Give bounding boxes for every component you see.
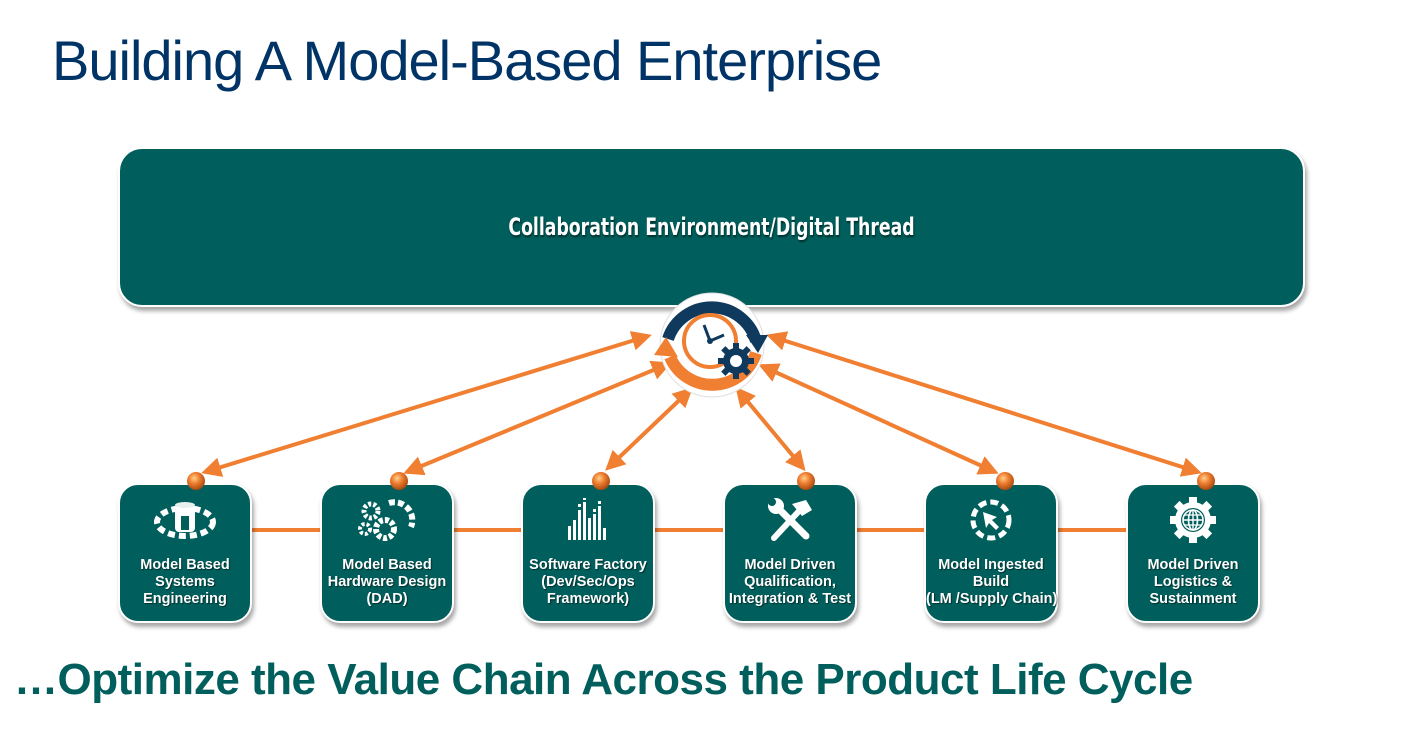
collaboration-environment-label: Collaboration Environment/Digital Thread — [508, 213, 915, 241]
node-model-driven-qualification: Model Driven Qualification, Integration … — [723, 483, 857, 623]
node-label-line: Systems — [155, 574, 215, 590]
page-title: Building A Model-Based Enterprise — [52, 29, 882, 92]
wrench-hammer-icon — [725, 497, 855, 543]
globe-gear-icon — [1128, 497, 1258, 543]
arrow-mbse — [201, 331, 652, 477]
node-label-line: Hardware Design — [327, 574, 447, 590]
arrow-mdqit — [735, 386, 806, 472]
bar-chart-icon — [523, 497, 653, 543]
arrow-mib — [758, 363, 999, 475]
node-label-line: Build — [972, 574, 1010, 590]
node-label-line: Model Driven — [1147, 557, 1239, 573]
node-label-line: Model Driven — [744, 557, 836, 573]
node-label-line: Integration & Test — [728, 591, 852, 607]
node-label-line: Model Based — [342, 557, 432, 573]
node-label-line: Qualification, — [744, 574, 836, 590]
node-software-factory: Software Factory (Dev/Sec/Ops Framework) — [521, 483, 655, 623]
arrow-mdls — [766, 331, 1202, 477]
node-label-line: Engineering — [143, 591, 227, 607]
node-label-line: Framework) — [546, 591, 630, 607]
node-model-ingested-build: Model Ingested Build (LM /Supply Chain) — [924, 483, 1058, 623]
node-model-driven-logistics: Model Driven Logistics & Sustainment — [1126, 483, 1260, 623]
node-label-line: (DAD) — [366, 591, 408, 607]
collaboration-environment-box: Collaboration Environment/Digital Thread — [118, 147, 1305, 307]
node-label-line: (LM /Supply Chain) — [926, 591, 1058, 607]
gears-icon — [322, 497, 452, 543]
tagline: …Optimize the Value Chain Across the Pro… — [14, 655, 1193, 704]
clock-gear-cycle-icon — [654, 292, 768, 398]
node-model-based-hardware-design: Model Based Hardware Design (DAD) — [320, 483, 454, 623]
arrow-mbhd — [403, 360, 672, 476]
node-model-based-systems-engineering: Model Based Systems Engineering — [118, 483, 252, 623]
node-label-line: Model Based — [140, 557, 230, 573]
node-label-line: (Dev/Sec/Ops — [541, 574, 635, 590]
hub-arrows — [201, 331, 1202, 477]
node-label-line: Model Ingested — [938, 557, 1044, 573]
node-label-line: Logistics & — [1153, 574, 1233, 590]
arrow-swf — [605, 387, 693, 471]
node-label-line: Sustainment — [1149, 591, 1237, 607]
cursor-cycle-icon — [926, 497, 1056, 543]
database-ring-icon — [120, 497, 250, 543]
node-label-line: Software Factory — [529, 557, 647, 573]
